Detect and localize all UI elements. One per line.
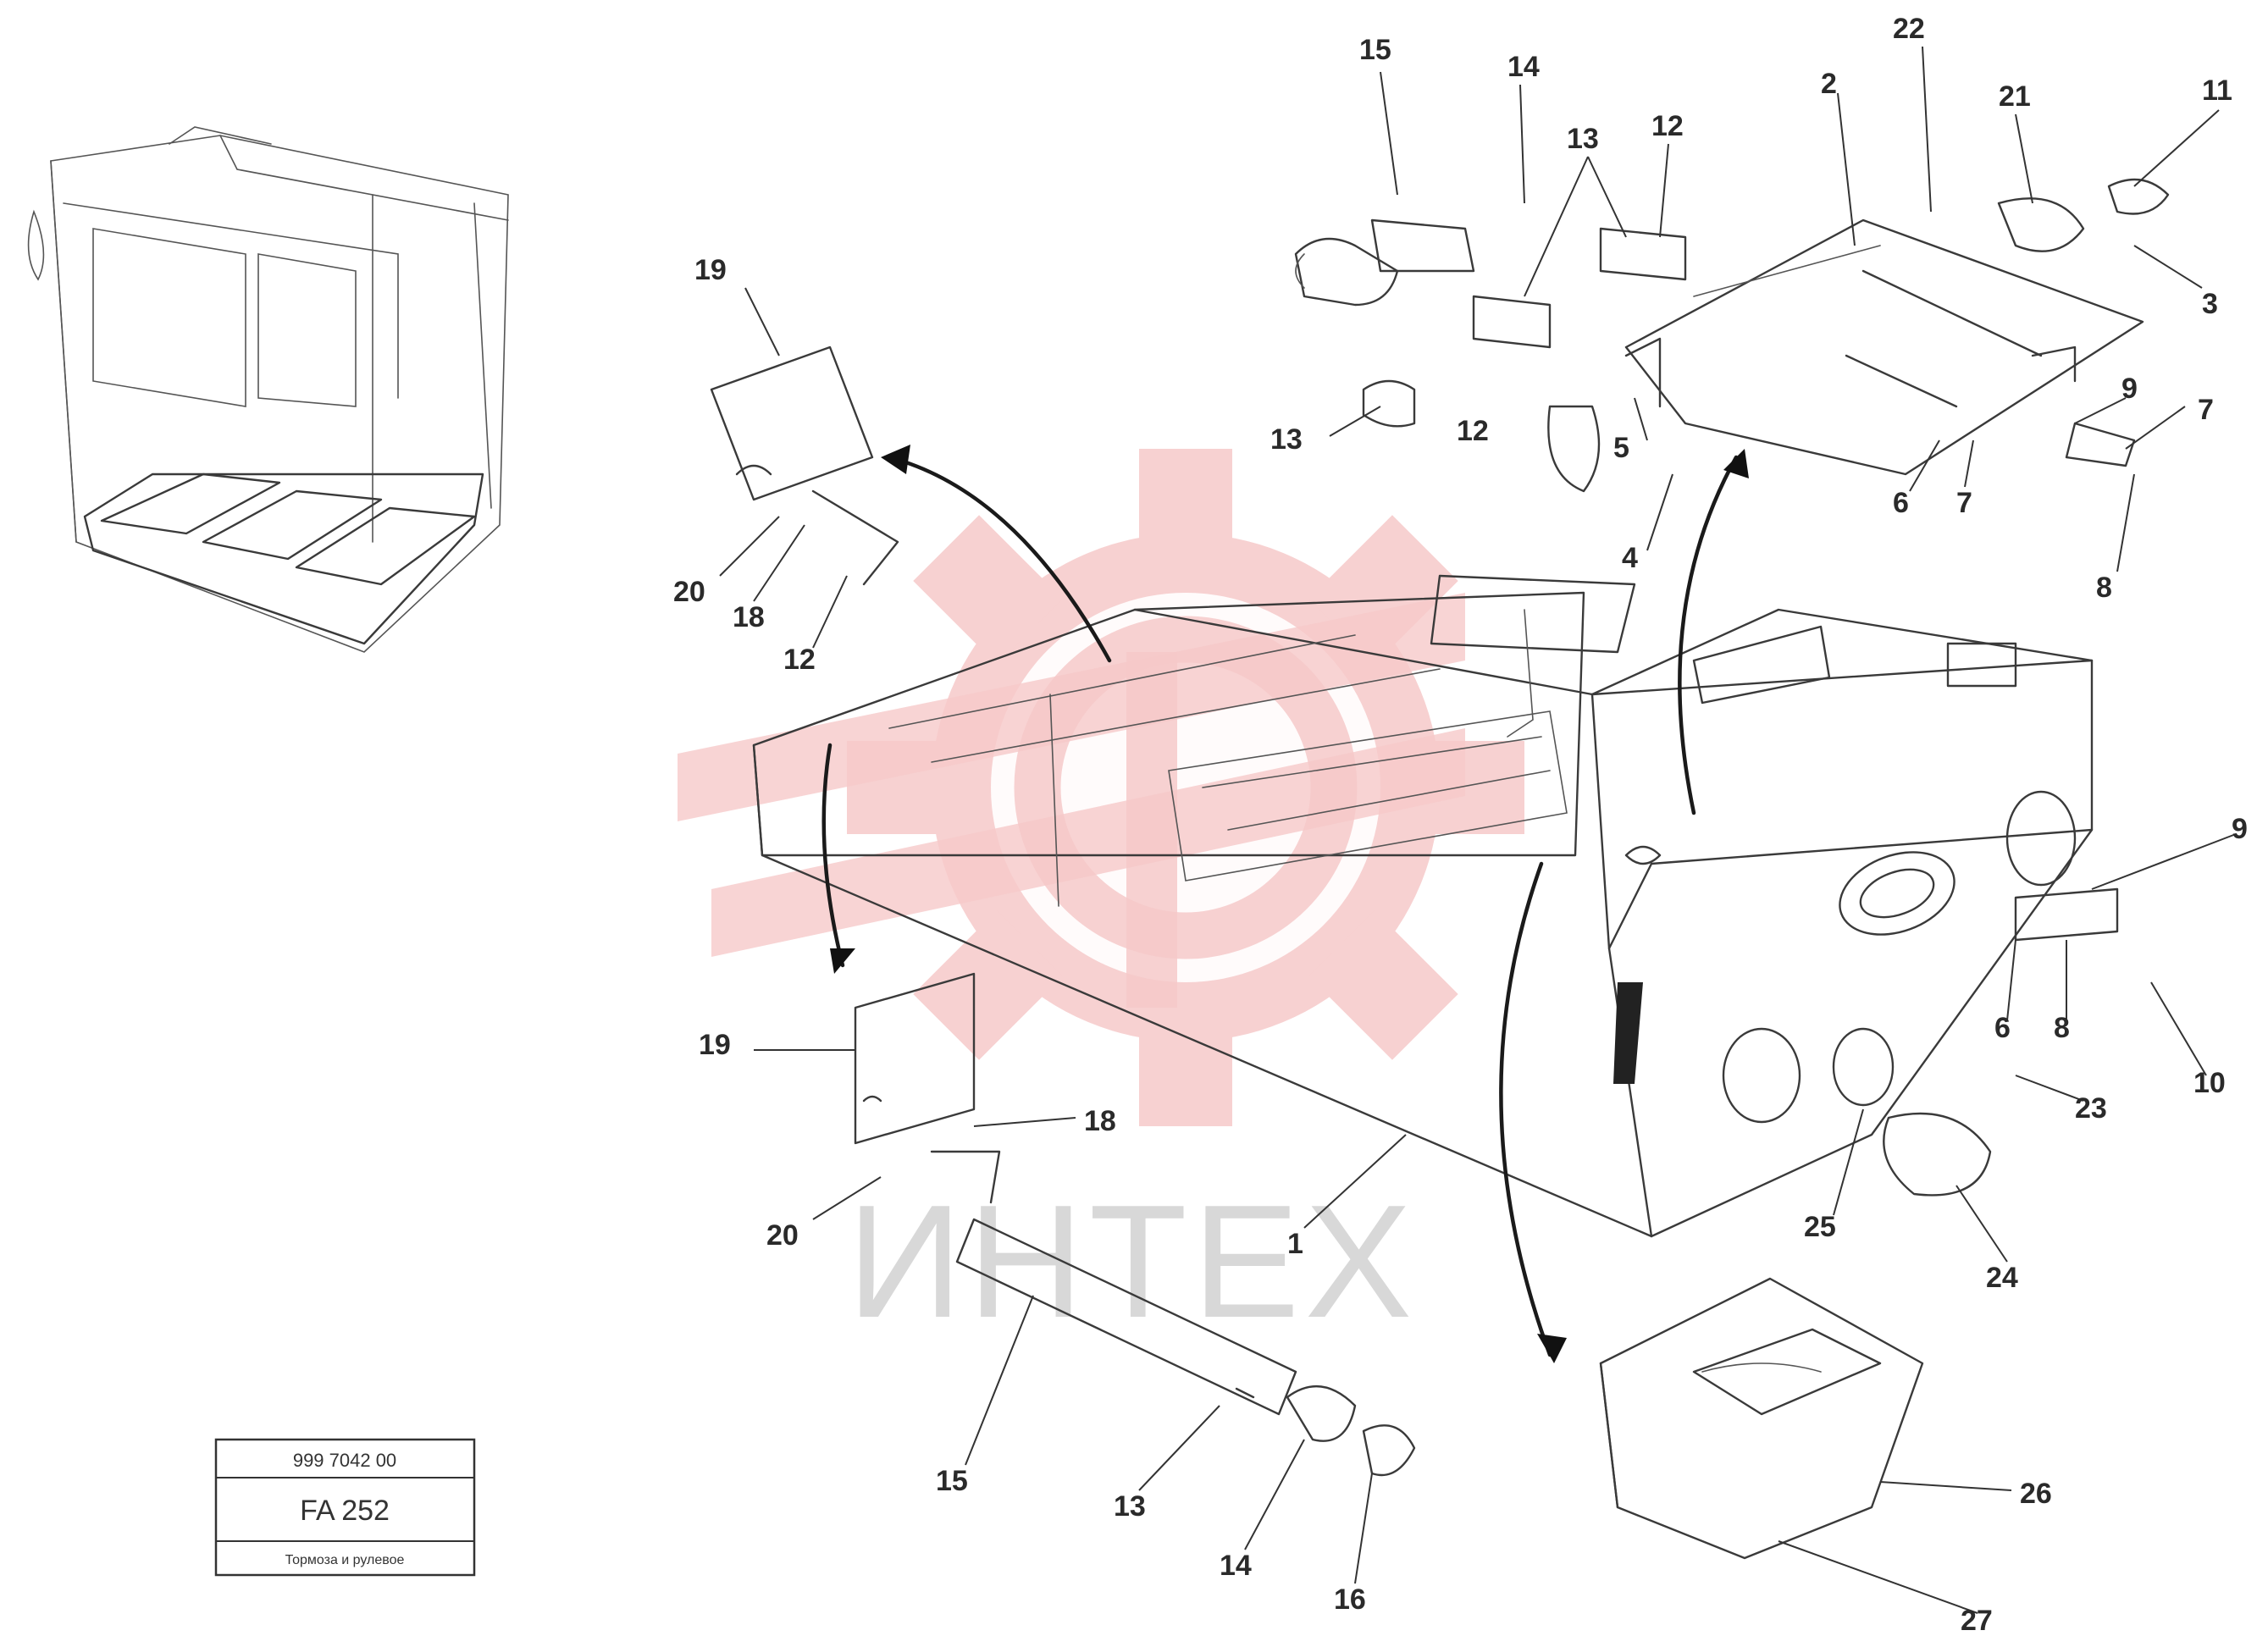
assembly-arrows [821, 445, 1749, 1363]
callout-25: 25 [1804, 1211, 1836, 1243]
stamp-line-3: Тормоза и рулевое [285, 1553, 405, 1567]
callout-leader-lines [719, 46, 2237, 1614]
callout-11: 11 [2202, 75, 2232, 107]
callout-20-lower: 20 [766, 1219, 799, 1252]
callout-7-b: 7 [2198, 394, 2214, 426]
callout-8-lower: 8 [2054, 1012, 2070, 1044]
stamp-line-1: 999 7042 00 [293, 1450, 396, 1471]
upper-bracket-assembly [1547, 178, 2170, 493]
callout-13-mid: 13 [1270, 423, 1303, 456]
callout-2: 2 [1821, 68, 1837, 100]
callout-26: 26 [2020, 1478, 2052, 1510]
left-upper-bracket [710, 345, 899, 586]
callout-7-a: 7 [1956, 487, 1972, 519]
callout-14-lower: 14 [1220, 1550, 1252, 1582]
callout-1: 1 [1287, 1228, 1303, 1260]
callout-20-top: 20 [673, 576, 705, 608]
callout-6-top: 6 [1893, 487, 1909, 519]
callout-6-lower: 6 [1994, 1012, 2011, 1044]
callout-22: 22 [1893, 13, 1925, 45]
callout-5: 5 [1613, 432, 1629, 464]
callout-9-top: 9 [2121, 373, 2138, 405]
callout-9-right: 9 [2232, 813, 2248, 845]
callout-27: 27 [1961, 1605, 1993, 1637]
callout-4: 4 [1622, 542, 1638, 574]
callout-16: 16 [1334, 1583, 1366, 1616]
callout-14: 14 [1507, 51, 1540, 83]
reference-stamp: 999 7042 00 FA 252 Тормоза и рулевое [214, 1438, 476, 1577]
callout-24: 24 [1986, 1262, 2018, 1294]
cab-overview-sketch [27, 126, 509, 653]
callout-12-lower: 12 [1457, 415, 1489, 447]
callout-13-lower: 13 [1114, 1490, 1146, 1523]
floor-cover-plate [1599, 1277, 1924, 1560]
callout-15: 15 [1359, 34, 1391, 66]
callout-18-top: 18 [733, 601, 765, 633]
callout-8-top: 8 [2096, 572, 2112, 604]
steering-shaft [955, 1218, 1416, 1477]
callout-19-top: 19 [694, 254, 727, 286]
callout-19-lower: 19 [699, 1029, 731, 1061]
callout-21: 21 [1999, 80, 2031, 113]
console-frame-assembly [752, 574, 1653, 1238]
callout-3: 3 [2202, 288, 2218, 320]
stamp-line-2: FA 252 [300, 1495, 390, 1527]
callout-13: 13 [1567, 123, 1599, 155]
instrument-console-box [1590, 608, 2119, 1238]
left-lower-bracket [854, 972, 1001, 1204]
callout-12: 12 [1651, 110, 1684, 142]
callout-labels: 15 14 13 12 22 2 21 11 3 19 13 5 4 6 7 9… [673, 13, 2248, 1637]
top-clamp-pieces [1294, 218, 1687, 428]
callout-12-left: 12 [783, 644, 816, 676]
callout-23: 23 [2075, 1092, 2107, 1125]
watermark-gear-logo [678, 449, 1524, 1126]
callout-15-lower: 15 [936, 1465, 968, 1497]
callout-18-lower: 18 [1084, 1105, 1116, 1137]
watermark-text: ИНТЕХ [847, 1172, 1417, 1351]
callout-10: 10 [2193, 1067, 2226, 1099]
